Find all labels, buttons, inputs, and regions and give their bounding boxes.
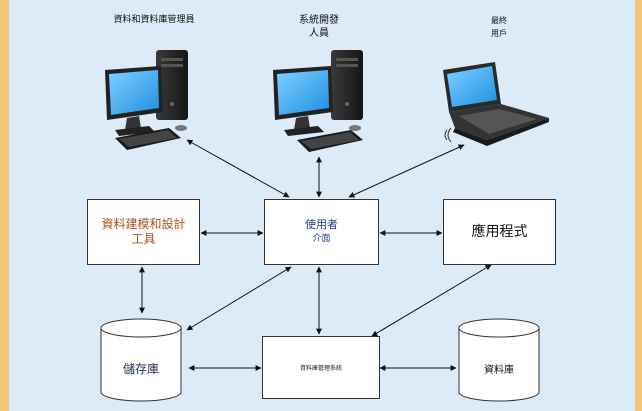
- desktop-computer-icon-developer: [273, 50, 363, 152]
- repository-label: 儲存庫: [122, 362, 159, 376]
- actor-label-developer: 系統開發 人員: [279, 14, 359, 40]
- repository-cylinder-icon: [100, 318, 182, 402]
- diagram-canvas: 資料和資料庫管理員 系統開發 人員 最終 用戶 資料建模和設計 工具 使用者 介…: [9, 0, 635, 411]
- actor-dev-line2: 人員: [309, 28, 329, 39]
- user-interface-box: 使用者 介面: [264, 199, 379, 265]
- actor-enduser-line1: 最終: [491, 16, 507, 25]
- actor-enduser-line2: 用戶: [491, 29, 507, 38]
- application-label: 應用程式: [471, 223, 528, 240]
- application-box: 應用程式: [443, 199, 556, 265]
- actor-admin-text: 資料和資料庫管理員: [113, 15, 195, 25]
- dbms-box: 資料庫管理系統: [262, 336, 380, 399]
- actor-label-db-admin: 資料和資料庫管理員: [79, 14, 229, 27]
- ui-line1: 使用者: [305, 218, 338, 231]
- actor-label-end-user: 最終 用戶: [479, 14, 519, 40]
- arrow-enduser-ui: [348, 144, 465, 198]
- laptop-icon-end-user: [443, 62, 549, 146]
- design-tools-line2: 工具: [131, 232, 156, 246]
- dbms-label: 資料庫管理系統: [299, 365, 342, 372]
- actor-dev-line1: 系統開發: [299, 15, 339, 26]
- ui-line2: 介面: [312, 234, 331, 244]
- design-tools-box: 資料建模和設計 工具: [87, 199, 200, 265]
- database-label: 資料庫: [484, 365, 514, 376]
- connector-lines: [139, 139, 492, 371]
- design-tools-line1: 資料建模和設計: [101, 217, 186, 231]
- diagram-graphics: [100, 50, 549, 402]
- database-cylinder-icon: [458, 318, 540, 402]
- arrow-application-dbms: [371, 264, 492, 337]
- arrow-admin-ui: [186, 139, 290, 198]
- arrow-ui-repository: [186, 266, 292, 331]
- desktop-computer-icon-admin: [105, 50, 188, 150]
